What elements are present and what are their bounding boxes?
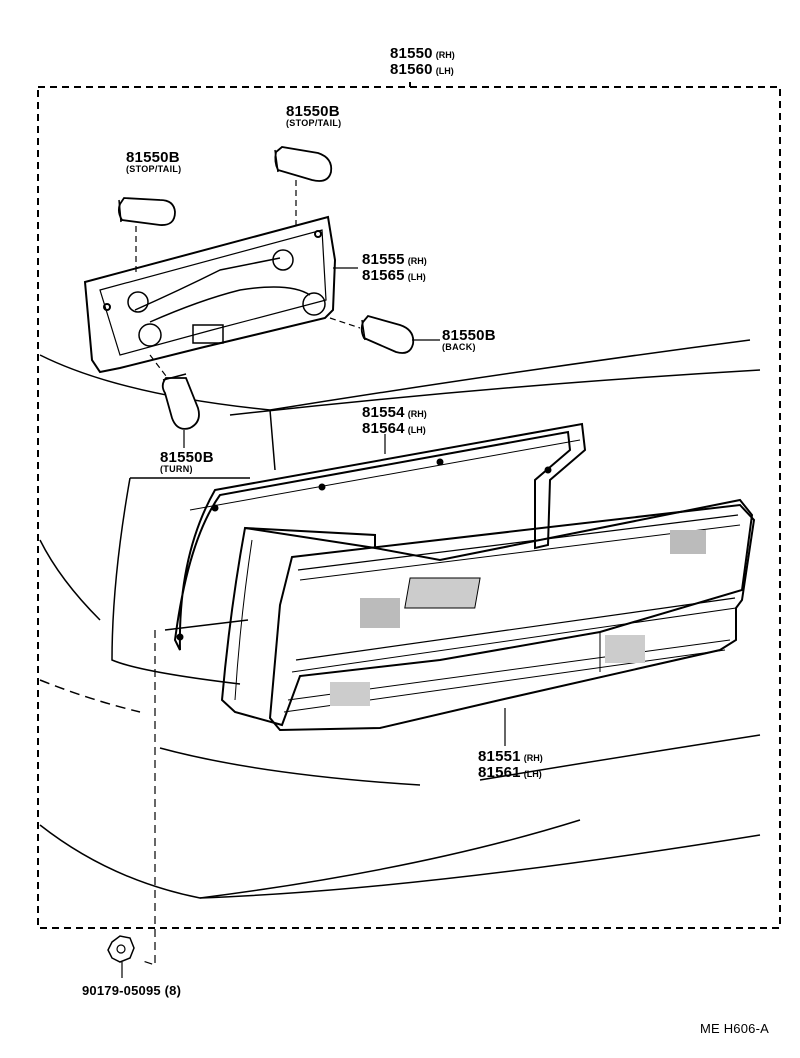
bulb-stop-tail-left-number: 81550B: [126, 149, 180, 166]
label-bulb-stop-tail-left: 81550B (STOP/TAIL): [126, 150, 181, 174]
gasket-number-lh: 81564: [362, 420, 405, 437]
lens-bezel: [220, 498, 754, 727]
lens-number-lh: 81561: [478, 764, 521, 781]
bulb-stop-tail-left-desc: (STOP/TAIL): [126, 164, 182, 174]
label-nut: 90179-05095 (8): [82, 983, 182, 998]
assembly-number-lh: 81560: [390, 61, 433, 78]
nut-90179-05095: [107, 630, 156, 978]
label-assembly: 81550(RH) 81560(LH): [390, 46, 455, 78]
gasket-side-rh: (RH): [407, 409, 427, 419]
bulb-turn: [149, 354, 200, 448]
bulb-stop-tail-top-number: 81550B: [286, 103, 340, 120]
lens-side-lh: (LH): [523, 769, 542, 779]
diagram-code: ME H606-A: [700, 1021, 769, 1036]
assembly-number-rh: 81550: [390, 45, 433, 62]
bulb-back: [329, 314, 440, 354]
gasket-number-rh: 81554: [362, 404, 405, 421]
lens-side-rh: (RH): [523, 753, 543, 763]
bulb-stop-tail-left: [117, 197, 176, 275]
assembly-boundary: [37, 82, 781, 929]
label-lens: 81551(RH) 81561(LH): [478, 749, 543, 781]
label-gasket: 81554(RH) 81564(LH): [362, 405, 427, 437]
assembly-side-lh: (LH): [435, 66, 454, 76]
socket-plate-number-rh: 81555: [362, 251, 405, 268]
bulb-turn-number: 81550B: [160, 449, 214, 466]
bulb-stop-tail-top-desc: (STOP/TAIL): [286, 118, 342, 128]
label-bulb-stop-tail-top: 81550B (STOP/TAIL): [286, 104, 341, 128]
label-socket-plate: 81555(RH) 81565(LH): [362, 252, 427, 284]
label-bulb-back: 81550B (BACK): [442, 328, 496, 352]
bulb-turn-desc: (TURN): [160, 464, 193, 474]
gasket-side-lh: (LH): [407, 425, 426, 435]
socket-plate-number-lh: 81565: [362, 267, 405, 284]
car-body-outline: [39, 339, 761, 899]
socket-plate-side-rh: (RH): [407, 256, 427, 266]
lens-81551: [268, 503, 756, 732]
gasket-81554: [164, 422, 587, 651]
socket-plate-side-lh: (LH): [407, 272, 426, 282]
lens-number-rh: 81551: [478, 748, 521, 765]
bulb-stop-tail-top: [274, 146, 333, 228]
assembly-side-rh: (RH): [435, 50, 455, 60]
bulb-back-desc: (BACK): [442, 342, 476, 352]
label-bulb-turn: 81550B (TURN): [160, 450, 214, 474]
bulb-back-number: 81550B: [442, 327, 496, 344]
socket-plate-81555: [83, 215, 337, 374]
